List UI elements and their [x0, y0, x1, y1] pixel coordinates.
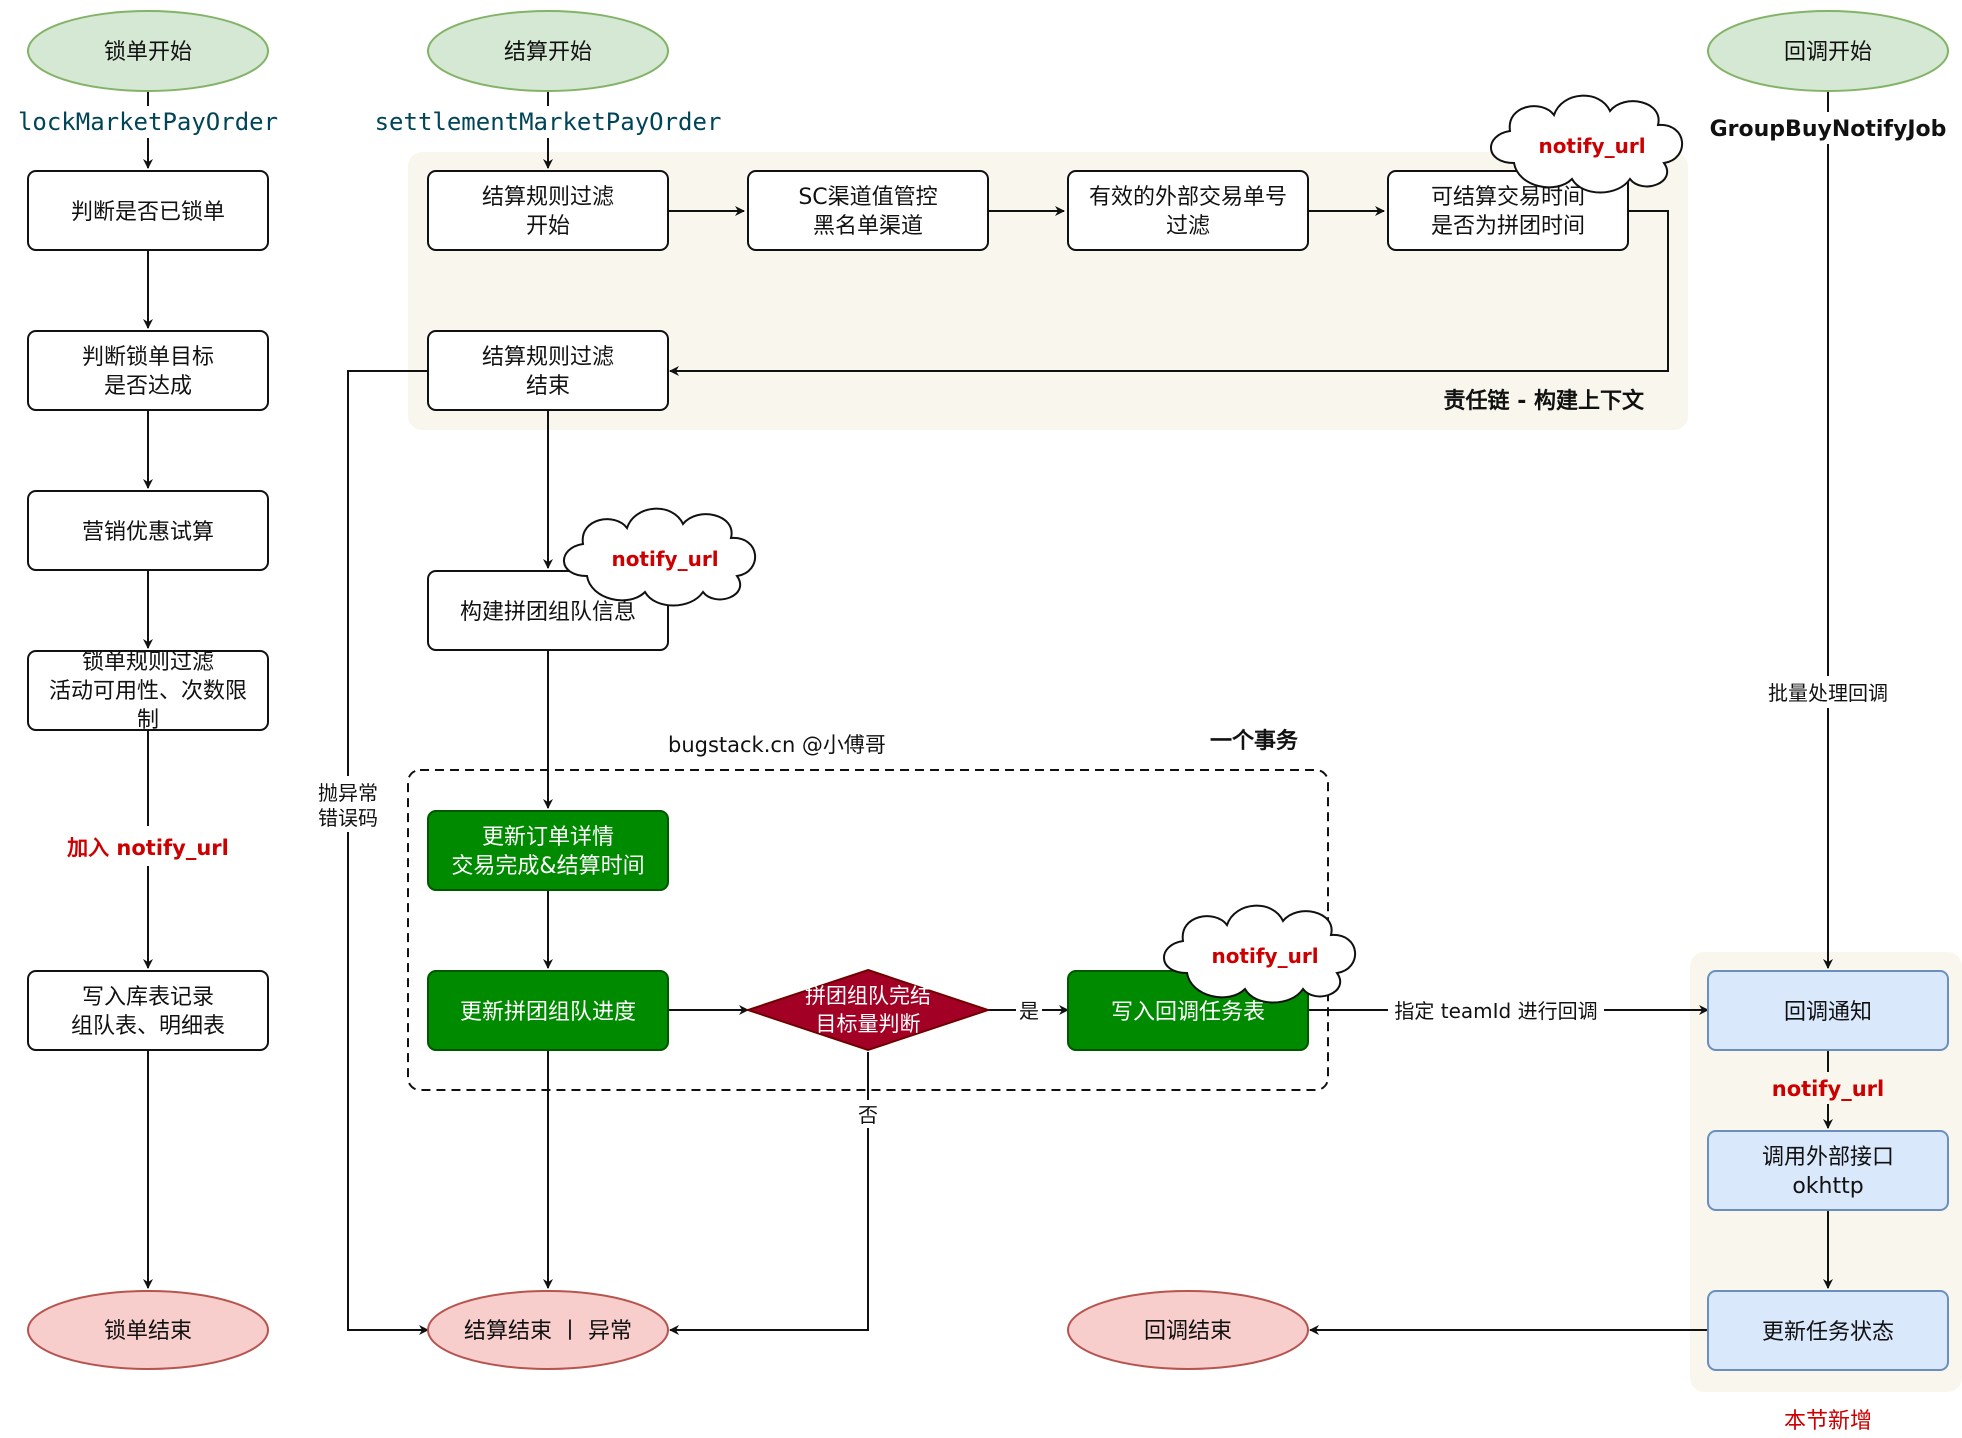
settle-end-label: 结算结束 丨 异常 — [464, 1319, 632, 1344]
lock-step1-label: 判断是否已锁单 — [71, 200, 225, 225]
lock-start: 锁单开始 — [27, 10, 269, 92]
yes-label: 是 — [1019, 999, 1039, 1023]
invoke-line1: 调用外部接口 — [1762, 1145, 1894, 1170]
filter-outer-line2: 过滤 — [1166, 214, 1210, 239]
lock-start-label: 锁单开始 — [104, 40, 192, 65]
notify-url-cloud-icon: notify_url — [563, 507, 756, 607]
filter-time-line1: 可结算交易时间 — [1431, 185, 1585, 210]
filter-end-line1: 结算规则过滤 — [482, 345, 614, 370]
cloud-label: notify_url — [1538, 134, 1645, 158]
notify-label: 回调通知 — [1784, 1000, 1872, 1025]
batch-label: 批量处理回调 — [1768, 681, 1888, 705]
notify-box: 回调通知 — [1707, 970, 1949, 1051]
lock-method-label: lockMarketPayOrder — [18, 108, 278, 136]
filter-sc-line2: 黑名单渠道 — [813, 214, 923, 239]
filter-outer-line1: 有效的外部交易单号 — [1089, 185, 1287, 210]
chain-zone — [408, 152, 1688, 430]
callback-start: 回调开始 — [1707, 10, 1949, 92]
decision-line2: 目标量判断 — [816, 1012, 921, 1036]
invoke-line2: okhttp — [1792, 1174, 1863, 1199]
callback-end-label: 回调结束 — [1144, 1319, 1232, 1344]
add-notify-url-label: 加入 notify_url — [66, 836, 229, 860]
lock-end-label: 锁单结束 — [104, 1319, 192, 1344]
filter-start-line2: 开始 — [526, 214, 570, 239]
update-order-line1: 更新订单详情 — [482, 825, 614, 850]
write-task-label: 写入回调任务表 — [1111, 1000, 1265, 1025]
lock-step2-line2: 是否达成 — [104, 374, 192, 399]
filter-time-box: 可结算交易时间 是否为拼团时间 — [1387, 170, 1629, 251]
exception-line2: 错误码 — [318, 806, 378, 830]
settle-start: 结算开始 — [427, 10, 669, 92]
update-status-box: 更新任务状态 — [1707, 1290, 1949, 1371]
build-team-label: 构建拼团组队信息 — [460, 600, 636, 625]
job-label: GroupBuyNotifyJob — [1710, 117, 1947, 142]
filter-end-line2: 结束 — [526, 374, 570, 399]
cloud-label: notify_url — [611, 547, 718, 571]
update-status-label: 更新任务状态 — [1762, 1320, 1894, 1345]
decision-diamond: 拼团组队完结 目标量判断 — [744, 968, 992, 1052]
callback-start-label: 回调开始 — [1784, 40, 1872, 65]
settle-method-label: settlementMarketPayOrder — [375, 108, 722, 136]
lock-step-write-tables: 写入库表记录 组队表、明细表 — [27, 970, 269, 1051]
filter-start-line1: 结算规则过滤 — [482, 185, 614, 210]
notify-url-cloud-icon: notify_url — [1490, 94, 1683, 194]
lock-step-target-check: 判断锁单目标 是否达成 — [27, 330, 269, 411]
update-order-line2: 交易完成&结算时间 — [451, 854, 644, 879]
lock-step4-line1: 锁单规则过滤 — [82, 650, 214, 675]
update-progress-box: 更新拼团组队进度 — [427, 970, 669, 1051]
decision-line1: 拼团组队完结 — [805, 984, 931, 1008]
lock-step5-line1: 写入库表记录 — [82, 985, 214, 1010]
filter-end-box: 结算规则过滤 结束 — [427, 330, 669, 411]
filter-time-line2: 是否为拼团时间 — [1431, 214, 1585, 239]
filter-start-box: 结算规则过滤 开始 — [427, 170, 669, 251]
update-progress-label: 更新拼团组队进度 — [460, 1000, 636, 1025]
filter-sc-box: SC渠道值管控 黑名单渠道 — [747, 170, 989, 251]
transaction-label: 一个事务 — [1210, 728, 1299, 754]
lock-step4-line3: 制 — [137, 708, 159, 733]
update-order-box: 更新订单详情 交易完成&结算时间 — [427, 810, 669, 891]
lock-step3-label: 营销优惠试算 — [82, 520, 214, 545]
lock-step-trial-calc: 营销优惠试算 — [27, 490, 269, 571]
settle-start-label: 结算开始 — [504, 40, 592, 65]
filter-outer-box: 有效的外部交易单号 过滤 — [1067, 170, 1309, 251]
callback-end: 回调结束 — [1067, 1290, 1309, 1370]
lock-step-rule-filter: 锁单规则过滤 活动可用性、次数限 制 — [27, 650, 269, 733]
lock-step4-line2: 活动可用性、次数限 — [49, 679, 247, 704]
lock-step5-line2: 组队表、明细表 — [71, 1014, 225, 1039]
chain-label: 责任链 - 构建上下文 — [1444, 388, 1645, 414]
no-label: 否 — [858, 1103, 878, 1127]
teamid-label: 指定 teamId 进行回调 — [1394, 999, 1597, 1023]
cloud-label: notify_url — [1211, 944, 1318, 968]
invoke-box: 调用外部接口 okhttp — [1707, 1130, 1949, 1211]
lock-step-check-locked: 判断是否已锁单 — [27, 170, 269, 251]
watermark-label: bugstack.cn @小傅哥 — [668, 733, 886, 757]
new-section-label: 本节新增 — [1784, 1409, 1872, 1434]
settle-end: 结算结束 丨 异常 — [427, 1290, 669, 1370]
filter-sc-line1: SC渠道值管控 — [798, 185, 937, 210]
lock-end: 锁单结束 — [27, 1290, 269, 1370]
notify-url-cloud-icon: notify_url — [1163, 904, 1356, 1004]
callback-notify-url-label: notify_url — [1772, 1077, 1884, 1101]
connectors — [143, 92, 1833, 1335]
lock-step2-line1: 判断锁单目标 — [82, 345, 214, 370]
exception-line1: 抛异常 — [318, 781, 378, 805]
